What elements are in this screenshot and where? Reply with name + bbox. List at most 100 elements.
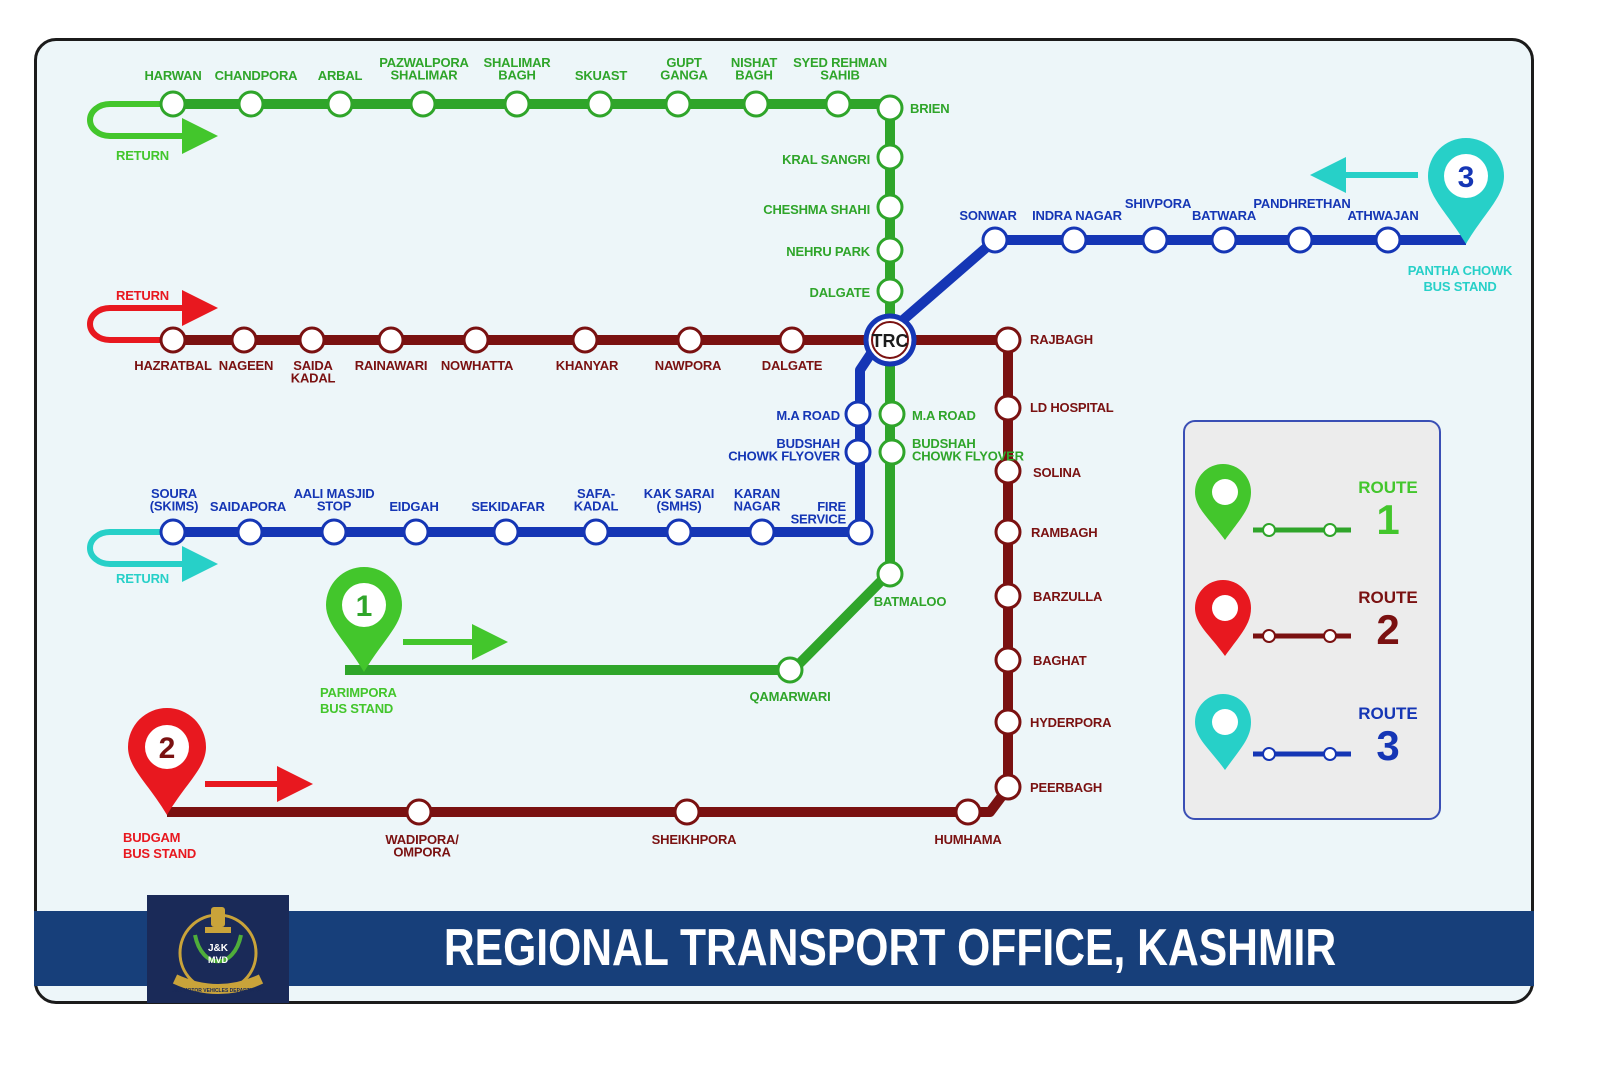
- station-marker[interactable]: [462, 326, 490, 354]
- station-marker[interactable]: [876, 236, 904, 264]
- station-label: SHEIKHPORA: [652, 832, 737, 847]
- station-marker[interactable]: [571, 326, 599, 354]
- station-marker[interactable]: [844, 438, 872, 466]
- station-marker[interactable]: [236, 518, 264, 546]
- station-label: LD HOSPITAL: [1030, 400, 1114, 415]
- footer-banner: J&K MVD J&K MOTOR VEHICLES DEPARTMENT RE…: [0, 895, 1600, 1003]
- station-marker[interactable]: [876, 193, 904, 221]
- station-marker[interactable]: [326, 90, 354, 118]
- station-marker[interactable]: [673, 798, 701, 826]
- station-label-wrap: SOURA(SKIMS): [150, 486, 198, 513]
- station-label: BAGHAT: [1033, 653, 1087, 668]
- station-marker[interactable]: [994, 518, 1022, 546]
- station-marker[interactable]: [298, 326, 326, 354]
- station-marker[interactable]: [876, 94, 904, 122]
- station-label: CHESHMA SHAHI: [763, 202, 870, 217]
- station-marker[interactable]: [586, 90, 614, 118]
- station-label: BRIEN: [910, 101, 949, 116]
- station-marker[interactable]: [876, 143, 904, 171]
- station-label: BATWARA: [1192, 208, 1257, 223]
- station-marker[interactable]: [1141, 226, 1169, 254]
- route3-return-label: RETURN: [116, 571, 169, 586]
- station-label: PEERBAGH: [1030, 780, 1102, 795]
- station-marker[interactable]: [1060, 226, 1088, 254]
- station-label: EIDGAH: [389, 499, 438, 514]
- station-label: HUMHAMA: [934, 832, 1002, 847]
- pin-number: 1: [356, 590, 373, 623]
- station-marker[interactable]: [994, 773, 1022, 801]
- station-marker[interactable]: [377, 326, 405, 354]
- station-label: KHANYAR: [556, 358, 619, 373]
- station-marker[interactable]: [748, 518, 776, 546]
- emblem-text-mid: MVD: [208, 955, 229, 965]
- station-marker[interactable]: [665, 518, 693, 546]
- station-label: INDRA NAGAR: [1032, 208, 1123, 223]
- station-marker[interactable]: [981, 226, 1009, 254]
- station-marker[interactable]: [159, 90, 187, 118]
- station-marker[interactable]: [954, 798, 982, 826]
- station-marker[interactable]: [1210, 226, 1238, 254]
- station-marker[interactable]: [582, 518, 610, 546]
- station-label: CHANDPORA: [215, 68, 299, 83]
- station-marker[interactable]: [664, 90, 692, 118]
- route3-labels: SONWAR INDRA NAGAR SHIVPORA BATWARA PAND…: [150, 196, 1419, 526]
- route1-return-label: RETURN: [116, 148, 169, 163]
- station-label: SKUAST: [575, 68, 628, 83]
- station-marker[interactable]: [994, 708, 1022, 736]
- pin-number: 2: [159, 732, 176, 765]
- station-label: M.A ROAD: [912, 408, 976, 423]
- station-label: BATMALOO: [874, 594, 947, 609]
- legend-route-label: ROUTE: [1358, 704, 1418, 723]
- police-emblem-icon: J&K MVD J&K MOTOR VEHICLES DEPARTMENT: [147, 895, 289, 1003]
- station-marker[interactable]: [405, 798, 433, 826]
- station-marker[interactable]: [876, 560, 904, 588]
- station-label: DALGATE: [810, 285, 871, 300]
- station-marker[interactable]: [776, 656, 804, 684]
- station-marker[interactable]: [320, 518, 348, 546]
- station-label-wrap: KAK SARAI(SMHS): [644, 486, 714, 513]
- station-marker[interactable]: [778, 326, 806, 354]
- route1-return-loop: RETURN: [87, 101, 218, 163]
- station-marker[interactable]: [994, 326, 1022, 354]
- station-marker[interactable]: [878, 400, 906, 428]
- legend-graphic: ROUTE 1 ROUTE 2 ROUTE 3: [1195, 464, 1418, 770]
- station-label: SAIDAPORA: [210, 499, 287, 514]
- station-marker[interactable]: [1374, 226, 1402, 254]
- station-marker[interactable]: [159, 518, 187, 546]
- trc-hub[interactable]: TRC: [863, 313, 917, 367]
- station-marker[interactable]: [676, 326, 704, 354]
- station-marker[interactable]: [994, 394, 1022, 422]
- station-marker[interactable]: [844, 400, 872, 428]
- station-marker[interactable]: [994, 457, 1022, 485]
- station-marker[interactable]: [503, 90, 531, 118]
- station-marker[interactable]: [878, 438, 906, 466]
- station-label: BARZULLA: [1033, 589, 1103, 604]
- station-marker[interactable]: [409, 90, 437, 118]
- station-marker[interactable]: [1286, 226, 1314, 254]
- station-marker[interactable]: [994, 582, 1022, 610]
- station-marker[interactable]: [846, 518, 874, 546]
- route2-pin: 2: [128, 708, 206, 815]
- legend-route-label: ROUTE: [1358, 588, 1418, 607]
- station-marker[interactable]: [237, 90, 265, 118]
- route2-stations: [159, 326, 1022, 826]
- station-marker[interactable]: [230, 326, 258, 354]
- station-label: DALGATE: [762, 358, 823, 373]
- station-label-wrap: SAFA-KADAL: [574, 486, 619, 513]
- station-label: M.A ROAD: [776, 408, 840, 423]
- station-marker[interactable]: [159, 326, 187, 354]
- station-marker[interactable]: [492, 518, 520, 546]
- station-marker[interactable]: [402, 518, 430, 546]
- station-marker[interactable]: [994, 646, 1022, 674]
- station-marker[interactable]: [742, 90, 770, 118]
- station-marker[interactable]: [824, 90, 852, 118]
- station-marker[interactable]: [876, 277, 904, 305]
